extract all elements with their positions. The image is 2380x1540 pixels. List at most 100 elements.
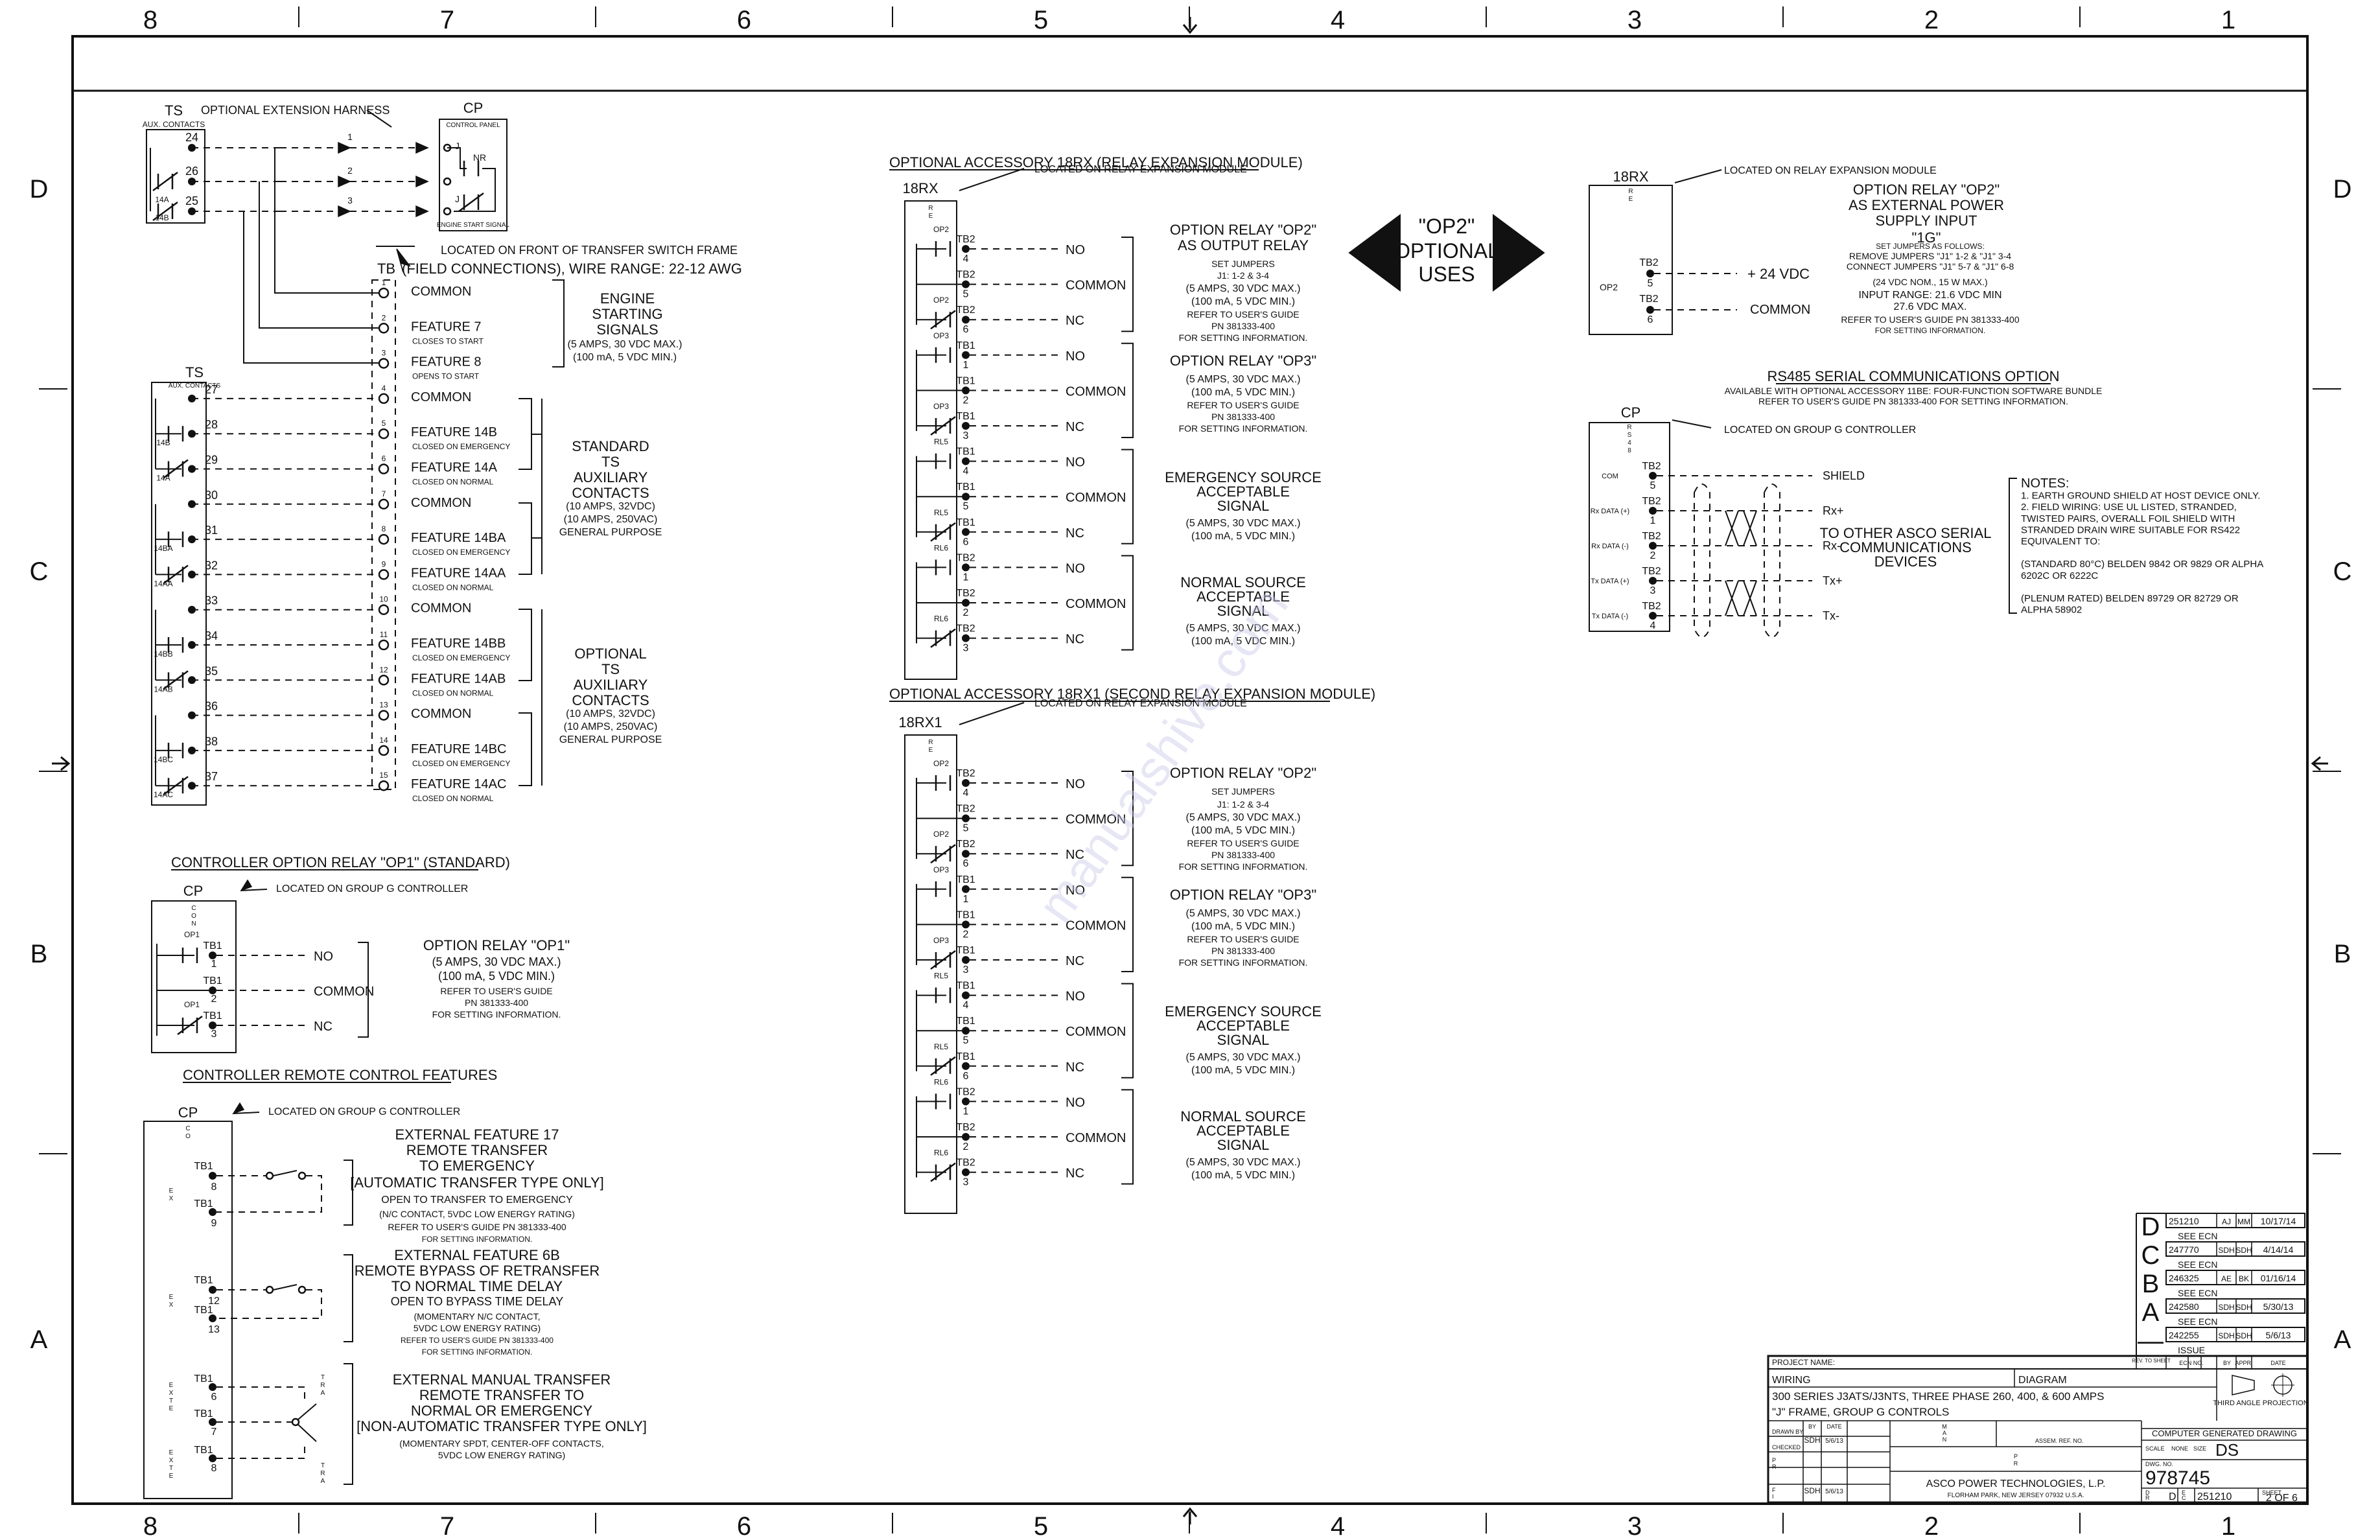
rev-app: MM: [2237, 1217, 2250, 1226]
relay-output: COMMON: [1066, 813, 1126, 827]
label: R: [1628, 188, 1633, 195]
zone-column-label: 5: [1034, 6, 1048, 34]
wire: [273, 1284, 298, 1290]
relay-output: COMMON: [1066, 279, 1126, 293]
rs485-note: 6202C OR 6222C: [2021, 570, 2098, 581]
label: X: [169, 1457, 174, 1464]
terminal-dot: [962, 1168, 970, 1176]
tb-value: 2 OF 6: [2266, 1493, 2298, 1504]
label: SUPPLY INPUT: [1876, 213, 1978, 229]
label: OPEN TO BYPASS TIME DELAY: [391, 1295, 563, 1308]
rev-app: BK: [2239, 1274, 2249, 1283]
tb-terminal: 9: [382, 559, 386, 568]
aux-contact: 14A: [156, 474, 170, 483]
tb-terminal: 6: [382, 454, 386, 463]
tb-term: 2: [963, 395, 969, 406]
tb-tag: TB1: [956, 411, 975, 422]
terminal-ring: [378, 604, 390, 615]
label: OPEN TO TRANSFER TO EMERGENCY: [381, 1195, 573, 1206]
label: REFER TO USER'S GUIDE PN 381333-400: [1841, 314, 2019, 325]
label: REMOTE TRANSFER TO: [419, 1387, 584, 1403]
relay-tag: RL6: [934, 614, 948, 624]
wire: [163, 459, 189, 479]
line: [344, 1254, 353, 1342]
label: FOR SETTING INFORMATION.: [1179, 423, 1308, 434]
relay-tag: OP1: [184, 1000, 200, 1009]
label: (N/C CONTACT, 5VDC LOW ENERGY RATING): [379, 1209, 575, 1219]
tb-tag: TB1: [956, 874, 975, 885]
tb-term: 7: [211, 1427, 217, 1438]
tb-dwg: 978745: [2145, 1467, 2210, 1489]
label: (5 AMPS, 30 VDC MAX.): [1186, 908, 1301, 919]
wire: [163, 565, 189, 585]
tb-term: 4: [1650, 620, 1656, 631]
tb-caption: DATE: [1826, 1423, 1841, 1430]
rev-app: SDH: [2235, 1303, 2252, 1312]
note: LOCATED ON GROUP G CONTROLLER: [1724, 425, 1916, 436]
label: (100 mA, 5 VDC MIN.): [1191, 296, 1295, 307]
label: SIGNAL: [1217, 603, 1270, 619]
label: C: [191, 905, 196, 912]
wire: [163, 670, 189, 690]
terminal-dot: [209, 1286, 216, 1294]
label: OPTION RELAY "OP2": [1170, 222, 1316, 238]
label: (5 AMPS, 30 VDC MAX.): [568, 339, 682, 350]
tb-term: 2: [963, 607, 969, 618]
relay-tag: RL5: [934, 438, 948, 447]
line: [415, 175, 429, 188]
terminal-dot: [1646, 270, 1654, 277]
rev-by: SDH: [2218, 1331, 2234, 1340]
rev-by: SDH: [2218, 1246, 2234, 1255]
rev-date: 5/6/13: [2266, 1330, 2291, 1340]
tb-caption: ASSEM. REF. NO.: [2035, 1438, 2084, 1444]
relay-tag: OP2: [933, 759, 949, 768]
tb-term: 6: [1648, 314, 1653, 325]
note: LOCATED ON GROUP G CONTROLLER: [268, 1106, 460, 1117]
tb-caption: PROJECT NAME:: [1772, 1358, 1835, 1367]
tb-terminal: 8: [382, 524, 386, 533]
label: SIGNAL: [1217, 1137, 1270, 1153]
aux-contact: 14BA: [154, 544, 172, 553]
label: REFER TO USER'S GUIDE PN 381333-400: [388, 1222, 566, 1232]
tb-terminal: 11: [380, 630, 388, 639]
terminal-dot: [1646, 306, 1654, 314]
label: FOR SETTING INFORMATION.: [1179, 957, 1308, 968]
terminal-dot: [962, 457, 970, 465]
label: (MOMENTARY SPDT, CENTER-OFF CONTACTS,: [399, 1438, 604, 1449]
tb-row-sub: CLOSED ON NORMAL: [412, 794, 494, 803]
module-title: OPTIONAL ACCESSORY 18RX (RELAY EXPANSION…: [889, 154, 1303, 170]
aux-contact: 14AC: [154, 790, 173, 799]
label: M: [1942, 1423, 1947, 1430]
wire: [298, 1424, 317, 1442]
label: R: [320, 1470, 325, 1477]
rev-letter: B: [2142, 1270, 2160, 1298]
label: (100 mA, 5 VDC MIN.): [1191, 825, 1295, 836]
terminal-dot: [1649, 612, 1657, 620]
tb-caption: CHECKED: [1772, 1444, 1801, 1451]
line: [519, 398, 532, 470]
tb-terminal: 15: [379, 771, 388, 780]
relay-output: NC: [1066, 954, 1084, 968]
label: (5 AMPS, 30 VDC MAX.): [1186, 812, 1301, 823]
label: (100 mA, 5 VDC MIN.): [1191, 636, 1295, 647]
label: OPTION RELAY "OP2": [1853, 181, 2000, 198]
tb-tag: TB2: [956, 234, 975, 245]
rs485-signal: Rx-: [1823, 539, 1841, 552]
terminal-ring: [378, 358, 390, 369]
label: (5 AMPS, 30 VDC MAX.): [1186, 518, 1301, 529]
tb-row-label: FEATURE 7: [411, 320, 482, 334]
op1-output: COMMON: [314, 985, 374, 999]
line: [2009, 478, 2017, 614]
op1-relay-section: CONTROLLER OPTION RELAY "OP1" (STANDARD)…: [151, 854, 570, 1053]
terminal-dot: [1649, 542, 1657, 550]
terminal-dot: [962, 920, 970, 929]
label: CONTACTS: [572, 485, 649, 501]
terminal-dot: [209, 1418, 216, 1426]
label: [AUTOMATIC TRANSFER TYPE ONLY]: [350, 1174, 604, 1191]
op1-output: NO: [314, 950, 333, 964]
tb-term: 2: [963, 1141, 969, 1152]
zone-column-label: 1: [2221, 6, 2235, 34]
remote-box: [143, 1121, 233, 1499]
